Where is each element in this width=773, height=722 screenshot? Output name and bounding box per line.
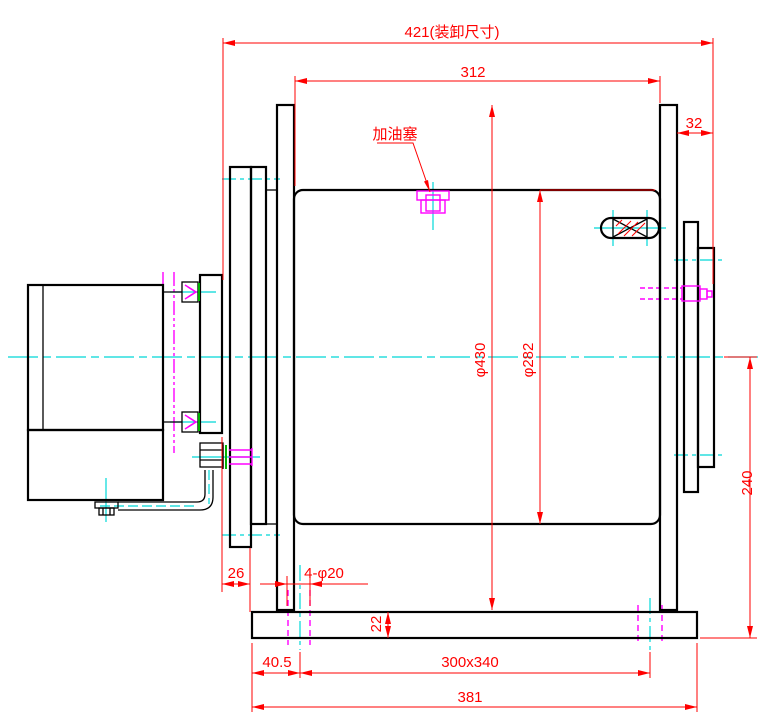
dim-left-offset: 26: [228, 565, 245, 582]
dim-housing-width: 312: [460, 64, 485, 81]
base-plate: [250, 610, 699, 640]
right-flange-disk: [658, 103, 679, 612]
dim-drum-diameter: φ282: [520, 343, 537, 378]
dim-flange-diameter: φ430: [472, 343, 489, 378]
oil-plug-label: 加油塞: [372, 125, 417, 143]
drain-fitting: [94, 501, 119, 516]
extension-lines: [221, 38, 757, 712]
oil-plug-leader: [377, 142, 431, 193]
mounting-plates: [198, 165, 277, 549]
grease-fitting: [681, 285, 713, 302]
dim-right-offset: 32: [686, 115, 703, 132]
dim-bolt-pattern: 300x340: [441, 654, 499, 671]
dim-base-thickness: 22: [368, 616, 385, 633]
phantom-lines: [162, 272, 682, 645]
washers: [198, 283, 227, 469]
drum-assembly: [275, 103, 679, 612]
dim-holes: 4-φ20: [304, 565, 344, 582]
dimension-labels: 421(装卸尺寸) 312 32 加油塞 φ430 φ282 240 26 4-…: [228, 24, 756, 706]
oil-plug: [416, 190, 450, 214]
motor-outline: [26, 283, 165, 502]
dim-hole-x: 40.5: [262, 654, 291, 671]
socket-bolt-details: [184, 284, 253, 466]
dim-height: 240: [739, 470, 756, 495]
valve-block: [26, 428, 165, 502]
hydraulic-pipe: [118, 470, 214, 511]
right-bearing-cap: [682, 220, 716, 494]
dim-overall-width: 421(装卸尺寸): [404, 24, 499, 41]
dim-base-length: 381: [457, 689, 482, 706]
dimension-arrows: [222, 40, 753, 710]
centerlines: [8, 178, 762, 652]
keyway-slot-detail: [599, 216, 661, 240]
hex-bolt-fitting: [199, 442, 224, 469]
